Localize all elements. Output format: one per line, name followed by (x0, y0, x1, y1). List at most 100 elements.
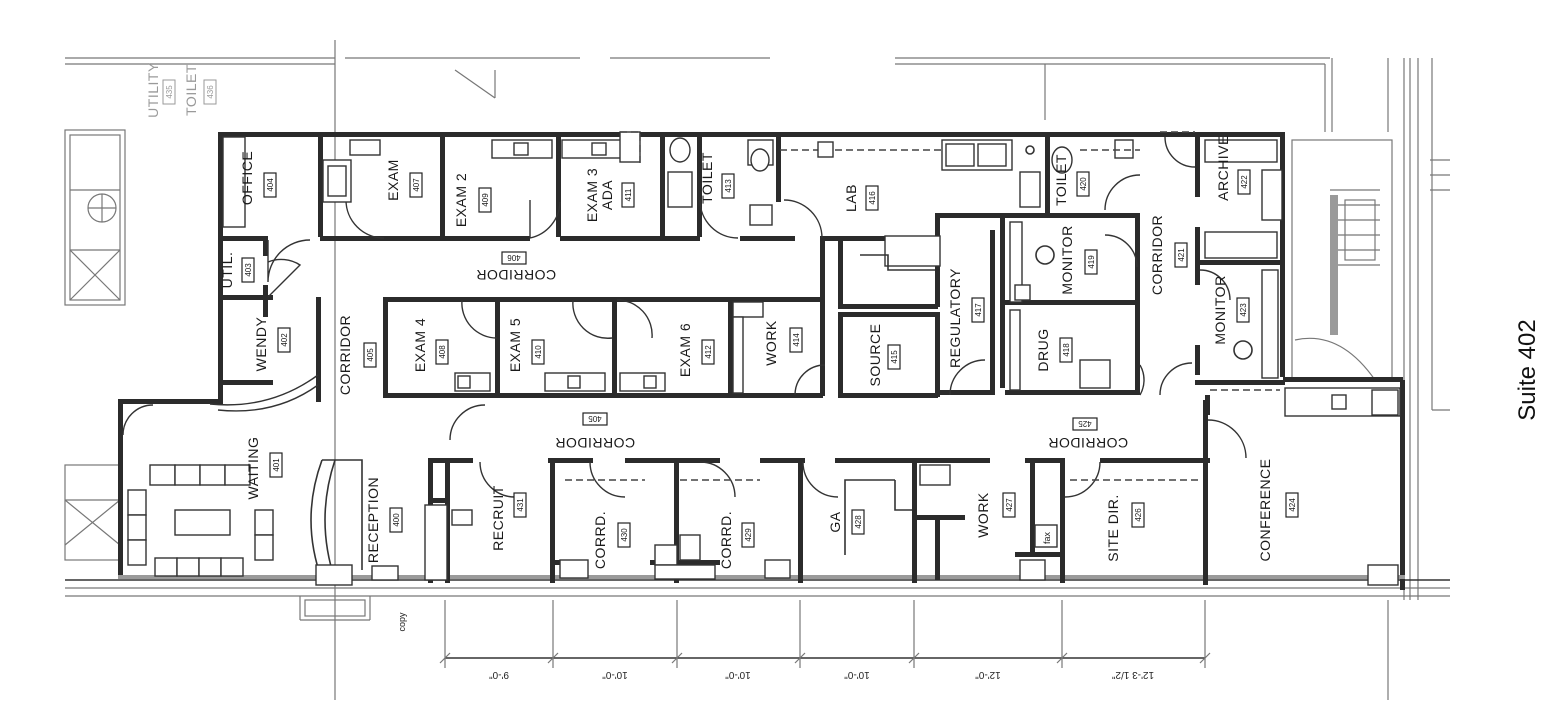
svg-text:UTILITY: UTILITY (145, 62, 161, 118)
room-number-text-wendy: 402 (280, 333, 289, 347)
outside-utility-number: 435 (162, 79, 176, 105)
door-swings (122, 136, 1247, 498)
room-name-monitor423: MONITOR (1212, 275, 1228, 344)
room-number-text-exam4: 408 (438, 345, 447, 359)
room-number-text-toilet420: 420 (1079, 177, 1088, 191)
context-lines (64, 40, 1450, 700)
suite-title: Suite 402 (1508, 300, 1548, 440)
room-number-box-lab (865, 185, 879, 211)
svg-text:435: 435 (165, 85, 174, 99)
room-number-text-corrd429: 429 (744, 528, 753, 542)
room-name-corridor425: CORRIDOR (1048, 435, 1128, 451)
room-number-work414: 414 (789, 327, 803, 353)
room-number-exam2: 409 (478, 187, 492, 213)
room-number-text-office: 404 (266, 178, 275, 192)
room-number-corridor406: 406 (501, 251, 527, 265)
room-name-corrd430: CORRD. (592, 511, 608, 569)
room-number-corridor421: 421 (1174, 242, 1188, 268)
room-number-corrd430: 430 (617, 522, 631, 548)
room-label-reception: RECEPTION (365, 477, 381, 563)
room-name-exam6: EXAM 6 (677, 323, 693, 377)
room-number-box-corridor405 (363, 342, 377, 368)
fax-note: fax (1042, 532, 1052, 545)
dimension-10ft-c: 10'-0" (844, 669, 870, 680)
svg-text:TOILET: TOILET (183, 64, 199, 116)
room-name-ga: GA (827, 511, 843, 532)
room-number-toilet413: 413 (721, 173, 735, 199)
room-name-wendy: WENDY (253, 317, 269, 372)
room-name-office: OFFICE (239, 151, 255, 205)
room-number-text-recruit: 431 (516, 498, 525, 512)
room-label-corrd429: CORRD. (718, 511, 734, 569)
room-number-text-corridor425: 425 (1078, 419, 1092, 428)
svg-text:10'-0": 10'-0" (602, 669, 628, 680)
room-label-conference: CONFERENCE (1257, 458, 1273, 561)
room-number-box-monitor423 (1236, 297, 1250, 323)
room-number-text-regulatory: 417 (974, 303, 983, 317)
room-number-sitedir: 426 (1131, 502, 1145, 528)
room-name-lab: LAB (843, 184, 859, 212)
room-number-text-corridor406: 406 (507, 253, 521, 262)
room-number-box-util (241, 257, 255, 283)
room-label-recruit: RECRUIT (490, 485, 506, 551)
room-number-text-exam6: 412 (704, 345, 713, 359)
room-number-monitor419: 419 (1084, 249, 1098, 275)
room-label-work427: WORK (975, 492, 991, 538)
room-number-ga: 428 (851, 509, 865, 535)
room-number-waiting: 401 (269, 452, 283, 478)
room-name-recruit: RECRUIT (490, 485, 506, 551)
room-number-source: 415 (887, 344, 901, 370)
room-number-box-corrd430 (617, 522, 631, 548)
room-number-text-util: 403 (244, 263, 253, 277)
room-number-box-monitor419 (1084, 249, 1098, 275)
room-number-text-toilet413: 413 (724, 179, 733, 193)
room-label-corridor405b: CORRIDOR (555, 435, 635, 451)
copy-note: copy (397, 612, 407, 632)
room-number-box-exam4 (435, 339, 449, 365)
room-number-text-drug: 418 (1062, 343, 1071, 357)
room-label-util: UTIL. (219, 252, 235, 289)
room-number-box-regulatory (971, 297, 985, 323)
room-number-box-ga (851, 509, 865, 535)
room-number-box-corridor421 (1174, 242, 1188, 268)
suite-walls (118, 132, 1405, 590)
room-number-drug: 418 (1059, 337, 1073, 363)
room-number-exam1: 407 (409, 172, 423, 198)
room-label-exam6: EXAM 6 (677, 323, 693, 377)
fixtures (127, 131, 1401, 586)
room-name-toilet420: TOILET (1053, 154, 1069, 206)
room-name-corridor405b: CORRIDOR (555, 435, 635, 451)
room-name-corrd429: CORRD. (718, 511, 734, 569)
room-number-recruit: 431 (513, 492, 527, 518)
room-label-work414: WORK (763, 320, 779, 366)
room-label-ga: GA (827, 511, 843, 532)
outside-utility-label: UTILITY (145, 62, 161, 118)
dimension-12ft: 12'-0" (975, 669, 1001, 680)
room-name-conference: CONFERENCE (1257, 458, 1273, 561)
svg-text:copy: copy (397, 612, 407, 632)
room-number-box-office (263, 172, 277, 198)
room-name-source: SOURCE (867, 324, 883, 387)
room-number-exam4: 408 (435, 339, 449, 365)
svg-text:12'-3 1/2": 12'-3 1/2" (1111, 669, 1154, 680)
room-name-exam5: EXAM 5 (507, 318, 523, 372)
room-number-text-conference: 424 (1288, 498, 1297, 512)
room-name-work427: WORK (975, 492, 991, 538)
dimension-12ft-3half: 12'-3 1/2" (1111, 669, 1154, 680)
room-number-text-work414: 414 (792, 333, 801, 347)
svg-text:12'-0": 12'-0" (975, 669, 1001, 680)
svg-text:10'-0": 10'-0" (725, 669, 751, 680)
room-number-box-exam2 (478, 187, 492, 213)
room-name-drug: DRUG (1035, 328, 1051, 371)
dimension-10ft-b: 10'-0" (725, 669, 751, 680)
room-number-text-reception: 400 (392, 513, 401, 527)
room-label-monitor423: MONITOR (1212, 275, 1228, 344)
room-label-wendy: WENDY (253, 317, 269, 372)
room-number-corridor425: 425 (1072, 417, 1098, 431)
room-number-text-exam2: 409 (481, 193, 490, 207)
room-name-sitedir: SITE DIR. (1105, 494, 1121, 562)
room-number-toilet420: 420 (1076, 171, 1090, 197)
room-number-text-sitedir: 426 (1134, 508, 1143, 522)
